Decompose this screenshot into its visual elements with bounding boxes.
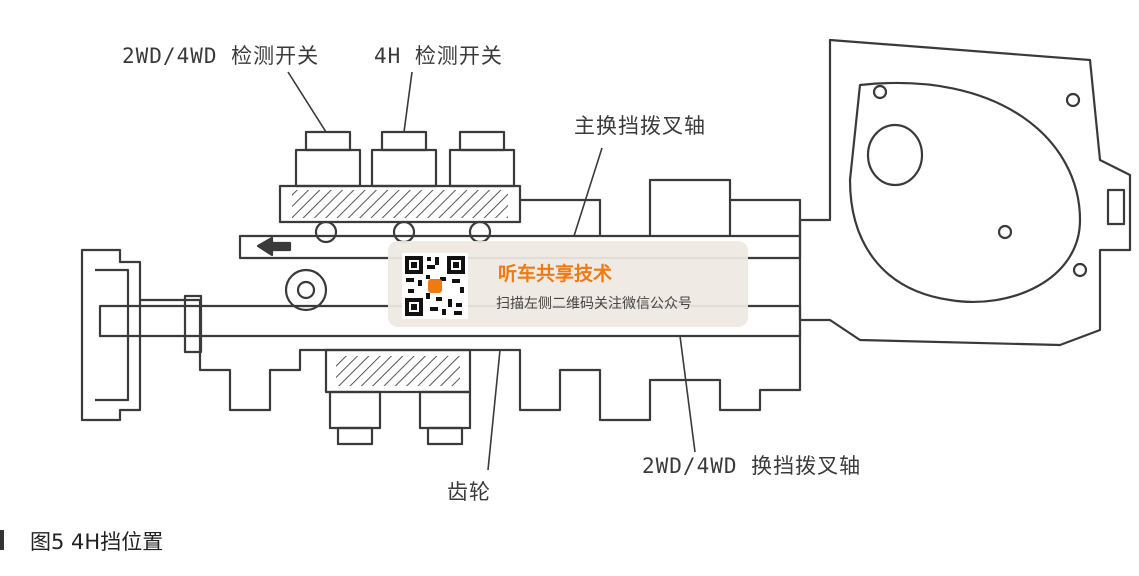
watermark-banner: 听车共享技术 扫描左侧二维码关注微信公众号: [388, 241, 748, 327]
arrow-indicator: [256, 236, 292, 257]
caption-edge-mark: [0, 530, 4, 550]
label-2wd4wd-detect-switch: 2WD/4WD 检测开关: [122, 44, 320, 68]
label-gear: 齿轮: [447, 480, 491, 504]
shaft-collar: [183, 294, 203, 354]
detect-switch-3: [448, 130, 516, 244]
detent-ball-roller: [284, 268, 328, 312]
lower-switch-1: [328, 390, 382, 446]
watermark-title: 听车共享技术: [498, 263, 613, 285]
left-housing: [80, 248, 142, 422]
label-4h-detect-switch: 4H 检测开关: [374, 44, 503, 68]
label-main-fork-shaft: 主换挡拨叉轴: [574, 114, 706, 138]
leader-main-shaft: [573, 147, 603, 237]
qr-code-icon: [402, 253, 468, 319]
detect-switch-2: [370, 130, 438, 244]
lower-switch-2: [418, 390, 472, 446]
leader-2wd4wd-switch: [287, 71, 327, 133]
watermark-subtitle: 扫描左侧二维码关注微信公众号: [496, 296, 692, 312]
leader-gear: [487, 349, 501, 471]
detect-switch-1: [294, 130, 362, 244]
label-2wd4wd-fork-shaft: 2WD/4WD 换挡拨叉轴: [642, 454, 862, 478]
switch-housing: [278, 184, 522, 224]
right-housing-bore: [866, 123, 924, 187]
right-housing: [798, 38, 1132, 347]
lower-case: [140, 298, 802, 422]
figure-caption: 图5 4H挡位置: [30, 530, 164, 554]
leader-4h-switch: [403, 71, 413, 133]
leader-2wd4wd-shaft: [679, 335, 696, 453]
upper-middle-case: [520, 178, 802, 236]
